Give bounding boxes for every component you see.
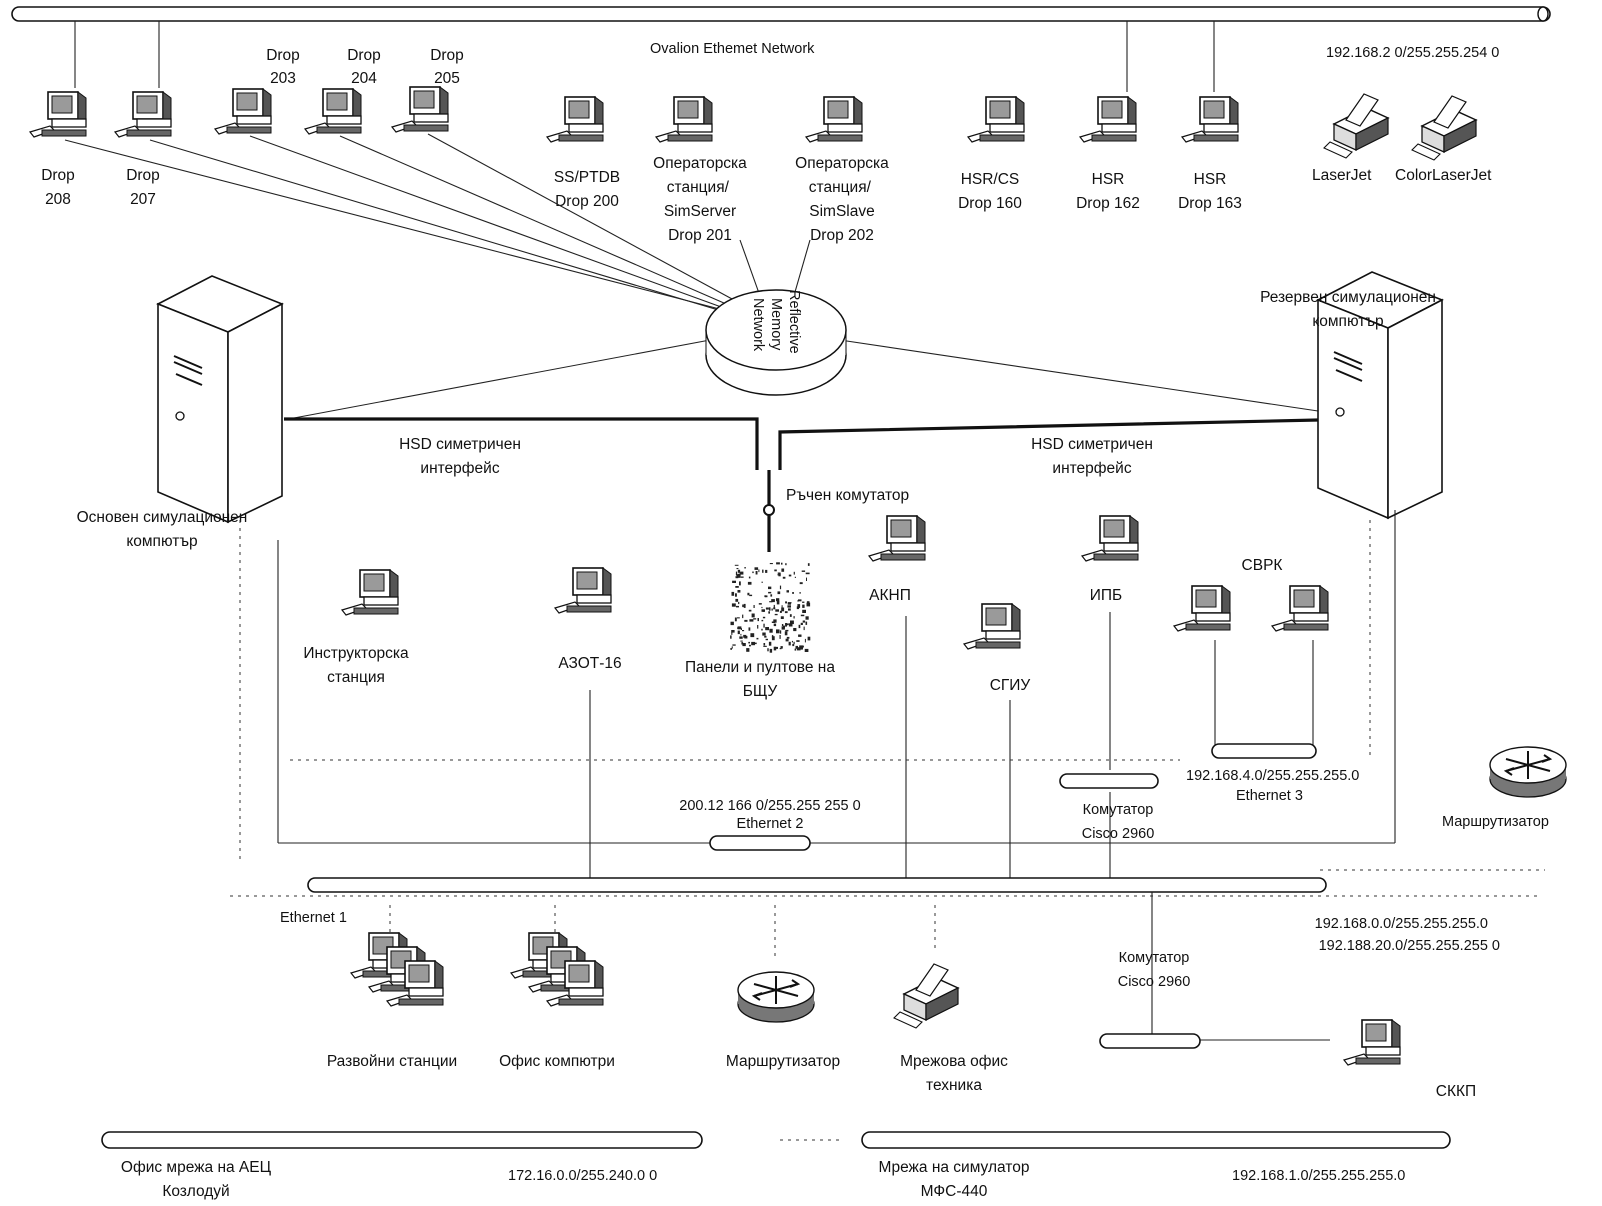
ethernet-2-ip: 200.12 166 0/255.255 255 0 (679, 798, 860, 814)
azot-16-label: АЗОТ-16 (558, 655, 621, 672)
drop-207-computer[interactable] (114, 91, 172, 138)
drop-201-computer[interactable] (655, 96, 713, 143)
ethernet-2-bus (709, 835, 811, 851)
ovation-bus (11, 6, 1551, 22)
router-bottom-label: Маршрутизатор (726, 1053, 840, 1070)
azot-16-computer[interactable] (554, 567, 612, 614)
skkp-computer[interactable] (1343, 1019, 1401, 1066)
aknp-label: АКНП (869, 587, 911, 604)
ipb-computer[interactable] (1081, 515, 1139, 562)
router-right-label: Маршрутизатор (1442, 814, 1549, 830)
drop-205-computer[interactable] (391, 86, 449, 133)
svrk-computer-2[interactable] (1271, 585, 1329, 632)
simulator-network-bus (861, 1131, 1451, 1149)
drop-204-computer[interactable] (304, 88, 362, 135)
ovation-network-label: Ovalion Ethemet Network (650, 41, 815, 57)
station-links (277, 510, 1396, 878)
development-stations[interactable] (351, 933, 443, 1006)
skkp-label: СККП (1436, 1083, 1476, 1100)
ipb-label: ИПБ (1090, 587, 1122, 604)
development-stations-label: Развойни станции (327, 1053, 457, 1070)
aknp-computer[interactable] (868, 515, 926, 562)
sgiu-label: СГИУ (990, 677, 1031, 694)
drop-200-computer[interactable] (546, 96, 604, 143)
backup-simulation-server[interactable] (1317, 271, 1443, 519)
office-network-ip: 172.16.0.0/255.240.0 0 (508, 1168, 657, 1184)
bus-drop-lines (74, 21, 1215, 92)
router-bottom[interactable] (737, 971, 815, 1023)
drop-163-computer[interactable] (1181, 96, 1239, 143)
colorlaserjet-label: ColorLaserJet (1395, 167, 1492, 184)
ovation-network-ip: 192.168.2 0/255.255.254 0 (1326, 45, 1499, 61)
drop-162-computer[interactable] (1079, 96, 1137, 143)
dashed-guides (230, 520, 1545, 1141)
laserjet-printer[interactable] (1323, 93, 1389, 159)
router-right[interactable] (1489, 746, 1567, 798)
reflective-memory-links (64, 133, 1319, 419)
svrk-computer-1[interactable] (1173, 585, 1231, 632)
ethernet-3-ip: 192.168.4.0/255.255.255.0 (1186, 768, 1359, 784)
ethernet-2-label: Ethernet 2 (737, 816, 804, 832)
office-network-bus (101, 1131, 703, 1149)
drop-160-computer[interactable] (967, 96, 1025, 143)
instructor-station-computer[interactable] (341, 569, 399, 616)
drop-203-computer[interactable] (214, 88, 272, 135)
svrk-label: СВРК (1242, 557, 1283, 574)
ethernet-3-bus (1211, 743, 1317, 759)
office-computers[interactable] (511, 933, 603, 1006)
main-simulation-server[interactable] (157, 275, 283, 523)
office-computers-label: Офис компютри (499, 1053, 615, 1070)
office-network-devices[interactable] (893, 963, 959, 1029)
hsd-links (284, 417, 1319, 552)
reflective-memory-label: Reflective Memory Network (750, 290, 802, 358)
ethernet-1-bus (307, 877, 1327, 893)
ethernet-1-label: Ethernet 1 (280, 910, 347, 926)
drop-208-computer[interactable] (29, 91, 87, 138)
cisco-switch-ipb[interactable] (1059, 773, 1159, 789)
laserjet-label: LaserJet (1312, 167, 1372, 184)
manual-switch-label: Ръчен комутатор (786, 487, 909, 504)
simulator-network-ip: 192.168.1.0/255.255.255.0 (1232, 1168, 1405, 1184)
ethernet-3-label: Ethernet 3 (1236, 788, 1303, 804)
sgiu-computer[interactable] (963, 603, 1021, 650)
colorlaserjet-printer[interactable] (1411, 95, 1477, 161)
reflective-memory-network-node[interactable] (705, 289, 847, 396)
drop-202-computer[interactable] (805, 96, 863, 143)
cisco-switch-skkp[interactable] (1099, 1033, 1201, 1049)
control-room-panels[interactable] (728, 560, 811, 653)
